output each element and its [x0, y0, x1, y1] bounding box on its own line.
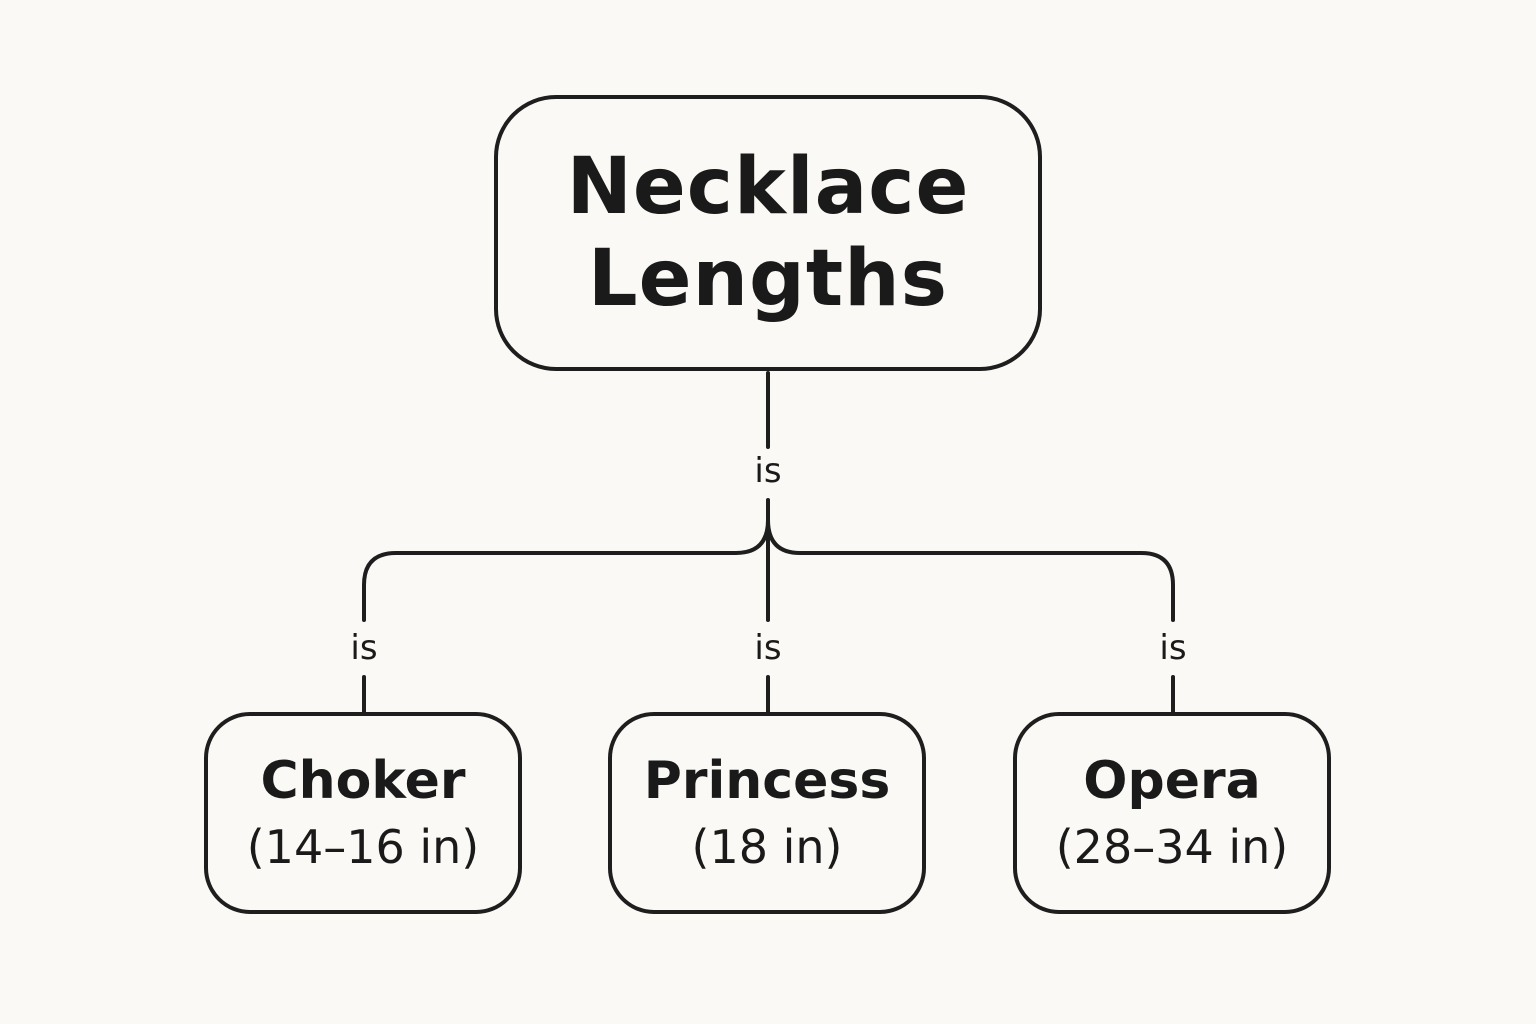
leaf-name-opera: Opera: [1083, 751, 1261, 811]
leaf-range-princess: (18 in): [691, 820, 843, 874]
root-title-line-1: Necklace: [566, 142, 970, 232]
leaf-node-opera: Opera (28–34 in): [1013, 712, 1331, 914]
edge-branch-opera-upper: [766, 518, 1175, 622]
leaf-name-choker: Choker: [260, 751, 466, 811]
edge-label-choker: is: [350, 628, 378, 668]
leaf-range-choker: (14–16 in): [246, 820, 480, 874]
edge-label-root: is: [754, 451, 782, 491]
leaf-node-choker: Choker (14–16 in): [204, 712, 522, 914]
root-title-line-2: Lengths: [587, 234, 949, 324]
edge-label-princess: is: [754, 628, 782, 668]
leaf-node-princess: Princess (18 in): [608, 712, 926, 914]
root-node-necklace-lengths: Necklace Lengths: [494, 95, 1042, 371]
edge-branch-choker-upper: [362, 518, 770, 622]
leaf-name-princess: Princess: [643, 751, 891, 811]
edge-label-opera: is: [1159, 628, 1187, 668]
leaf-range-opera: (28–34 in): [1055, 820, 1289, 874]
